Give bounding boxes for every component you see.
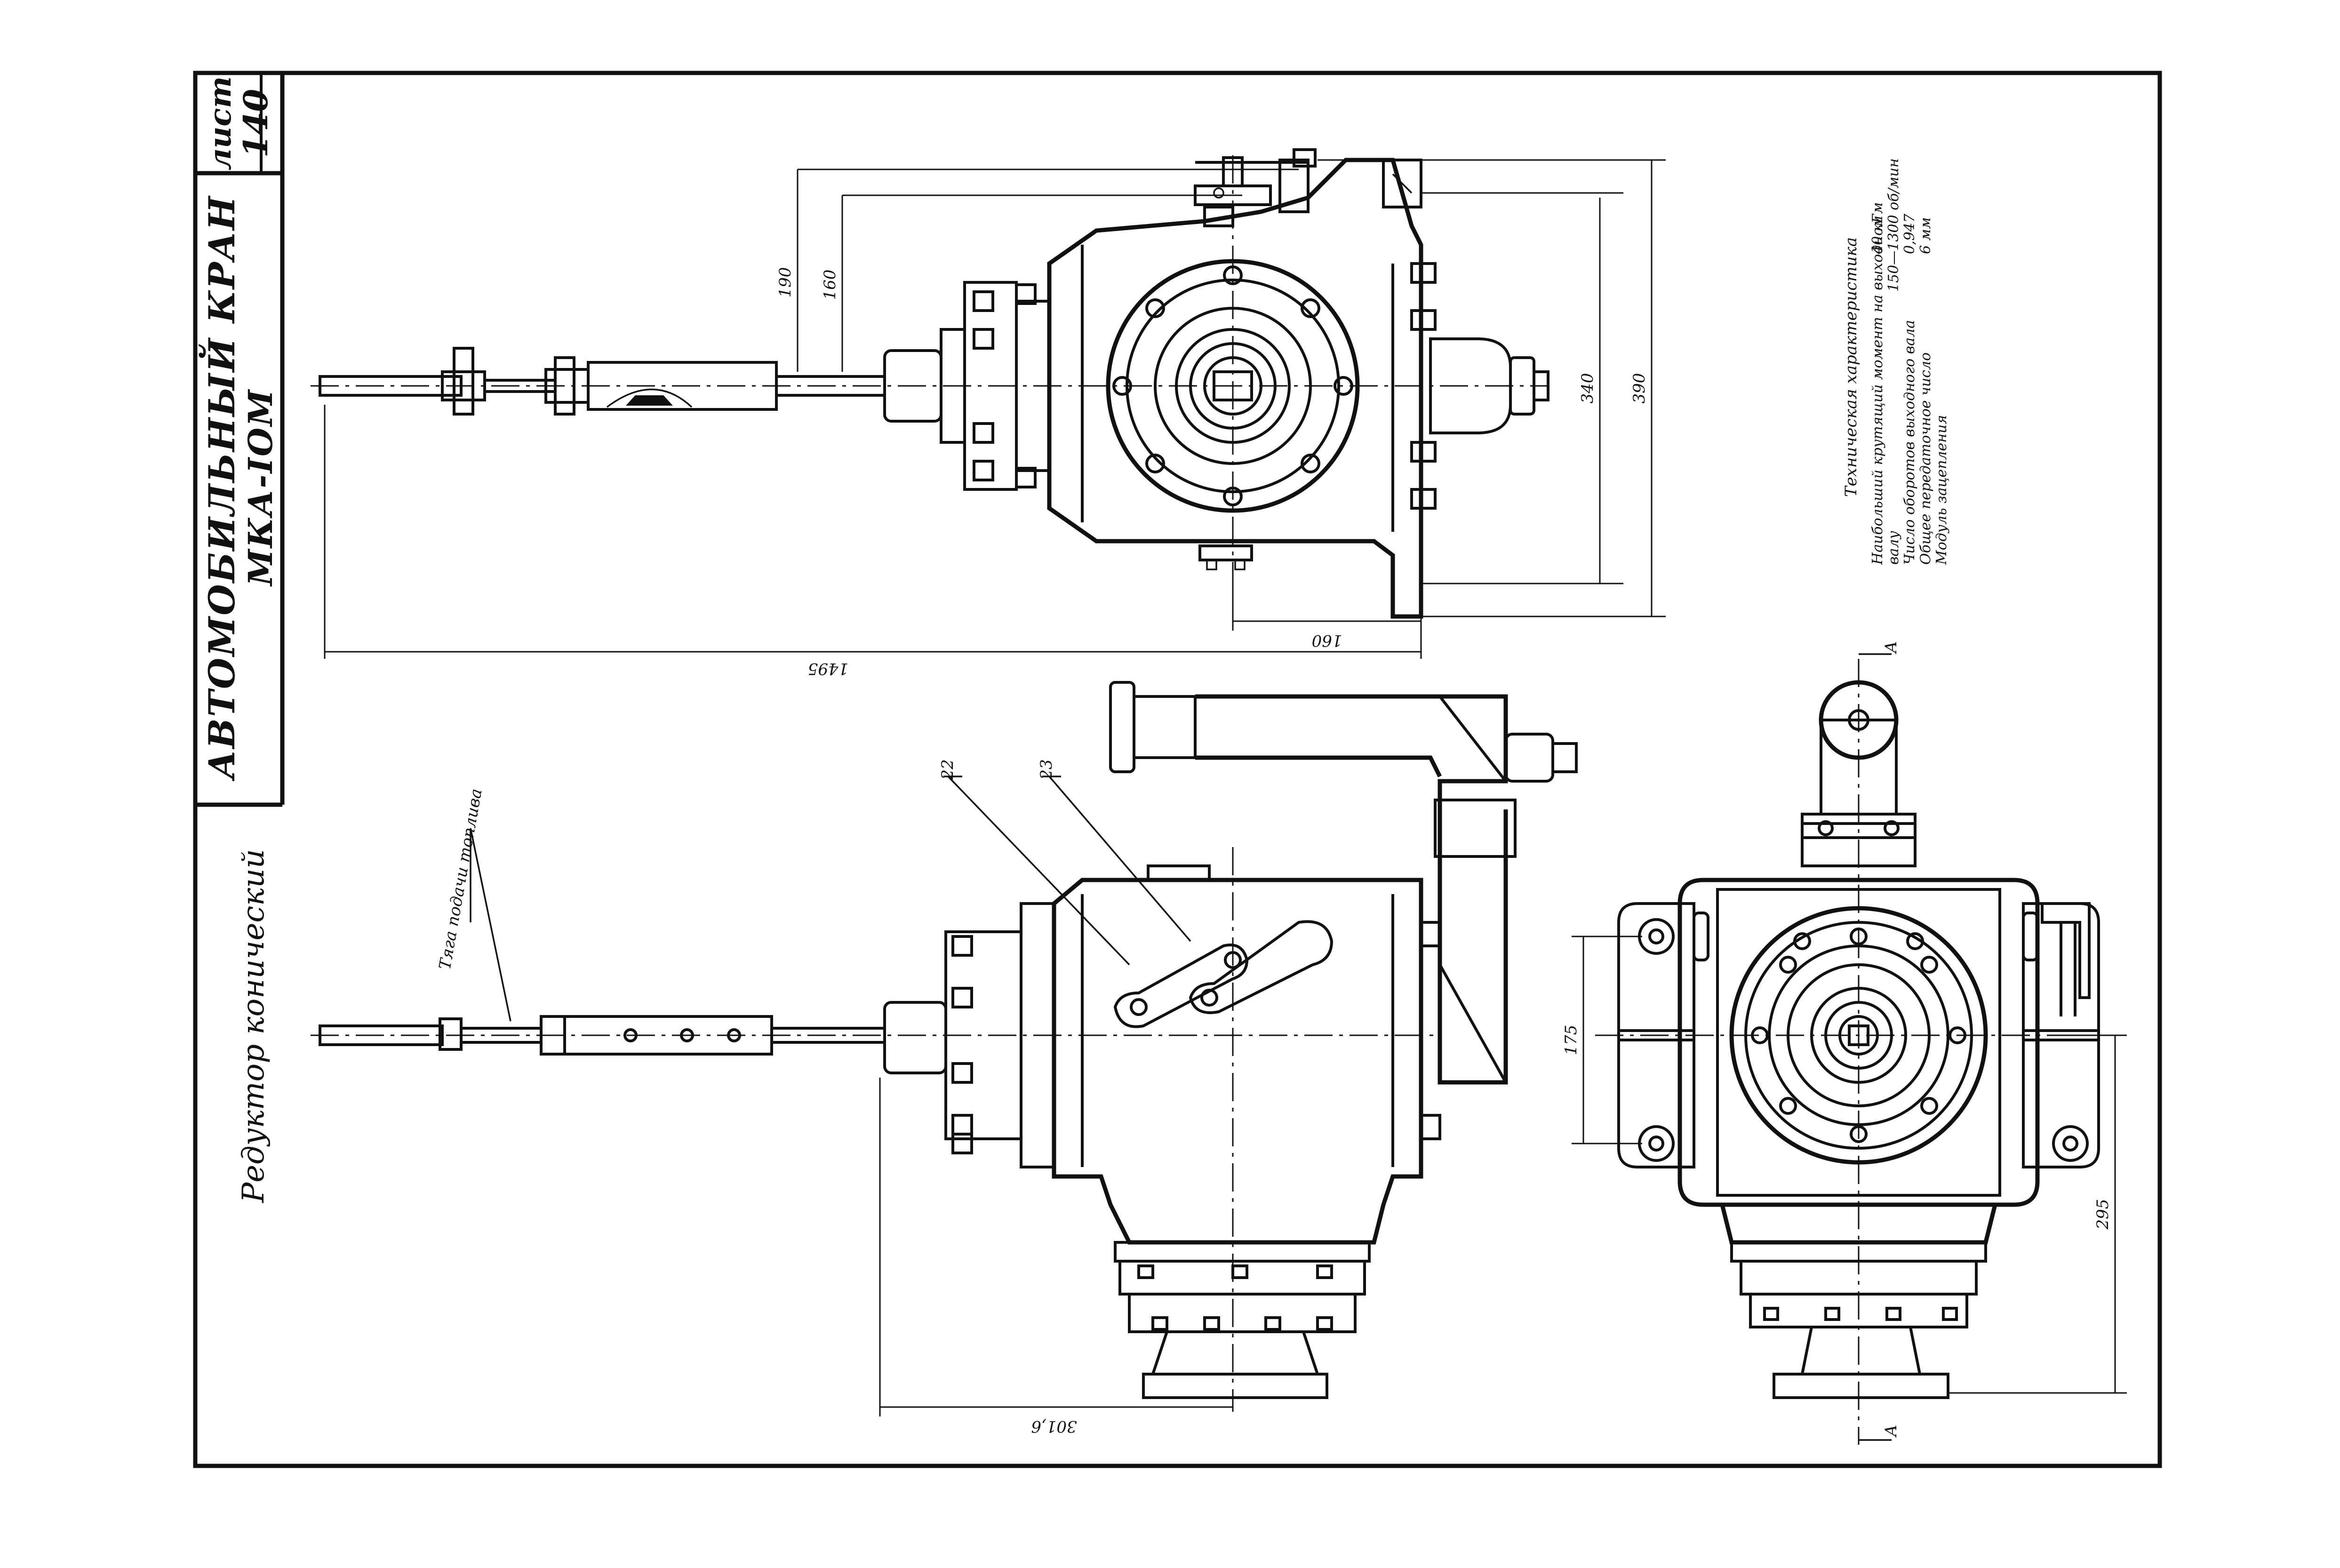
dim-295: 295 xyxy=(2093,1199,2112,1230)
specs-heading: Техническая характеристика xyxy=(1842,237,1861,497)
section-marker-bottom: А xyxy=(1882,1424,1901,1438)
title-line-2: МКА-IOM xyxy=(241,388,280,586)
callout-22: 22 xyxy=(938,759,957,780)
drawing-caption: Редуктор конический xyxy=(236,849,271,1203)
tech-specs: Техническая характеристика Наибольший кр… xyxy=(1842,158,1950,565)
spec-label-1: Наибольший крутящий момент на выходном xyxy=(1869,216,1886,565)
dim-175: 175 xyxy=(1562,1025,1581,1056)
dim-301-6: 301,6 xyxy=(1031,1417,1077,1436)
dim-190: 190 xyxy=(776,267,795,298)
side-view: А А 175 295 xyxy=(1562,641,2127,1445)
spec-label-4: Общее передаточное число xyxy=(1917,352,1934,565)
section-marker-top: А xyxy=(1882,641,1901,654)
spec-value-1: 40 кГм xyxy=(1869,202,1886,255)
sheet-frame xyxy=(193,71,2162,1468)
spec-label-3: Число оборотов выходного вала xyxy=(1901,320,1918,565)
callout-23: 23 xyxy=(1037,759,1056,780)
dim-1495: 1495 xyxy=(808,659,849,678)
sheet-number-block: лист 140 xyxy=(203,76,275,170)
sheet-number: 140 xyxy=(236,89,275,158)
spec-value-5: 6 мм xyxy=(1917,217,1934,254)
dim-160-horizontal: 160 xyxy=(1312,631,1342,650)
spec-value-3: 150—1300 об/мин xyxy=(1885,158,1902,292)
top-view: 190 160 340 390 160 1495 xyxy=(311,148,1666,678)
spec-label-2: валу xyxy=(1885,531,1902,565)
dim-340: 340 xyxy=(1578,373,1597,404)
spec-value-4: 0,947 xyxy=(1901,213,1918,254)
sheet-label: лист xyxy=(203,76,238,170)
title-line-1: АВТОМОБИЛЬНЫЙ КРАН xyxy=(198,195,243,781)
dim-390: 390 xyxy=(1630,373,1649,404)
dim-160-vertical: 160 xyxy=(821,270,839,300)
title-block: АВТОМОБИЛЬНЫЙ КРАН МКА-IOM xyxy=(198,195,280,781)
spec-label-5: Модуль зацепления xyxy=(1933,415,1950,565)
